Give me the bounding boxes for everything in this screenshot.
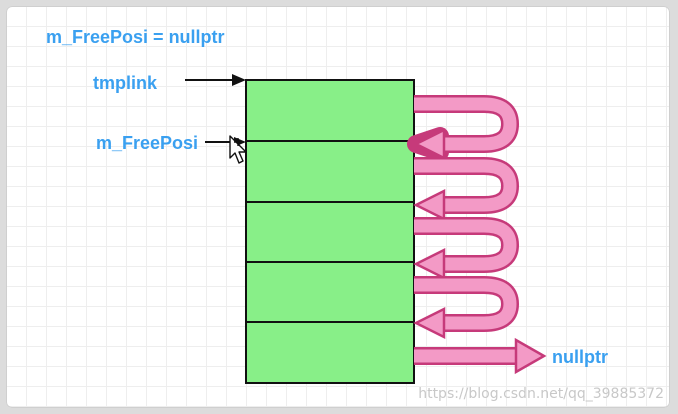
next-link-arrow-2 bbox=[413, 157, 519, 222]
top-assignment-label: m_FreePosi = nullptr bbox=[46, 27, 225, 47]
memory-block-5 bbox=[245, 321, 415, 384]
next-link-arrow-3 bbox=[413, 217, 519, 281]
next-link-arrow-4 bbox=[413, 276, 519, 340]
tmplink-pointer-arrow bbox=[185, 74, 246, 86]
freeposi-label: m_FreePosi bbox=[96, 133, 199, 153]
nullptr-label: nullptr bbox=[552, 347, 608, 367]
memory-block-2 bbox=[245, 140, 415, 203]
move-cursor-icon bbox=[229, 135, 247, 164]
watermark-text: https://blog.csdn.net/qq_39885372 bbox=[418, 386, 664, 402]
next-link-arrow-1 bbox=[407, 95, 519, 161]
memory-block-4 bbox=[245, 261, 415, 323]
tmplink-label: tmplink bbox=[93, 73, 158, 93]
memory-block-stack bbox=[245, 79, 415, 384]
nullptr-link-arrow bbox=[414, 337, 547, 375]
memory-block-1 bbox=[245, 79, 415, 142]
memory-block-3 bbox=[245, 201, 415, 263]
